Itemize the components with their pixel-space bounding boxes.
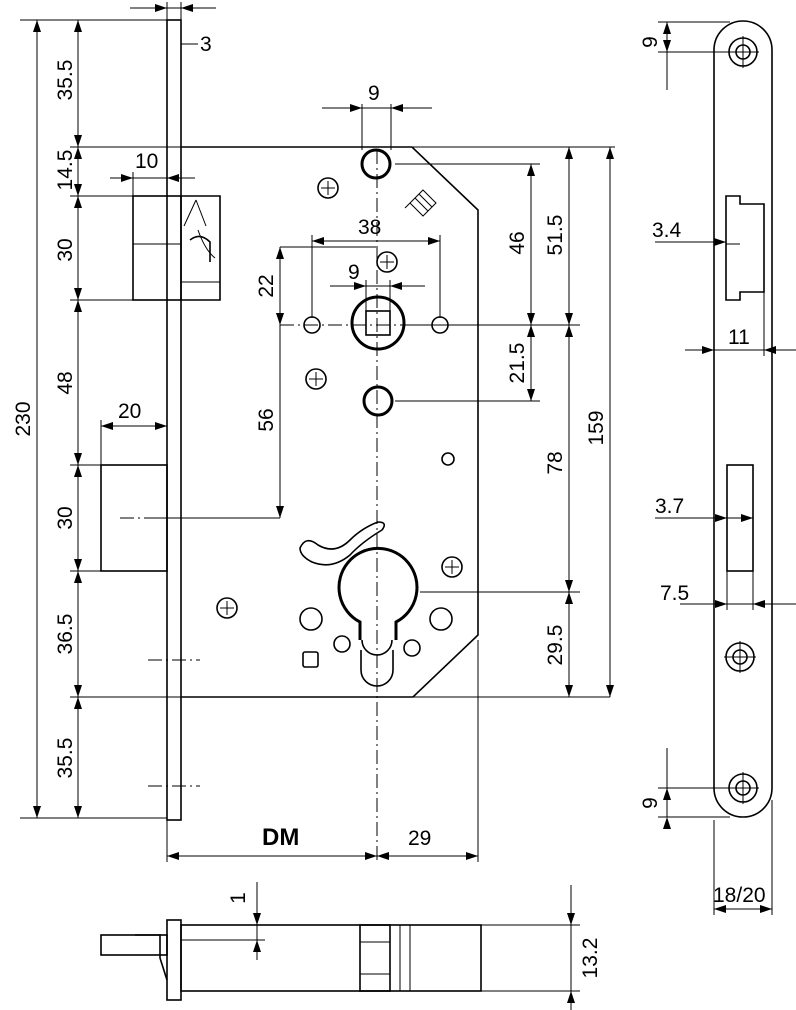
dim-18-20: 18/20 (713, 884, 766, 907)
side-faceplate (713, 20, 773, 818)
lock-case (181, 146, 479, 698)
dim-3-4: 3.4 (652, 219, 682, 242)
stop-block (302, 651, 319, 668)
dim-side-9-bottom: 9 (639, 797, 662, 809)
lower-follower-hole (362, 385, 394, 417)
dim-22: 22 (255, 274, 278, 297)
follower-screw (376, 251, 398, 273)
hatch-mark (404, 189, 437, 217)
follower-square (365, 310, 391, 336)
side-latch-opening (725, 195, 765, 301)
dim-dm: DM (262, 824, 299, 851)
dim-left-3: 48 (54, 371, 77, 394)
faceplate (166, 19, 182, 821)
dim-1: 1 (227, 892, 250, 904)
dim-20: 20 (118, 400, 141, 423)
dim-38: 38 (358, 216, 381, 239)
dim-left-2: 30 (54, 238, 77, 261)
dim-29-5: 29.5 (544, 625, 567, 666)
bottom-latch (100, 934, 168, 956)
bottom-faceplate (166, 919, 182, 1001)
dim-3: 3 (200, 33, 212, 56)
cylinder-screw (441, 556, 463, 578)
dim-left-0: 35.5 (54, 60, 77, 101)
dim-left-6: 35.5 (54, 738, 77, 779)
lever-spring (299, 521, 386, 566)
latch-bolt (132, 195, 221, 301)
dim-left-4: 30 (54, 506, 77, 529)
bottom-case (180, 924, 482, 992)
dim-56: 56 (255, 408, 278, 431)
cyl-hole-inner-left (333, 635, 351, 653)
cyl-hole-left (299, 607, 323, 631)
dim-230: 230 (12, 401, 35, 436)
dim-159: 159 (585, 410, 608, 445)
dim-51-5: 51.5 (544, 215, 567, 256)
cyl-hole-right (429, 607, 453, 631)
dim-3-7: 3.7 (655, 495, 684, 518)
dim-11: 11 (728, 326, 750, 349)
front-view: 230 35.5 14.5 30 48 30 36.5 35.5 3 10 20… (12, 2, 615, 862)
dim-29: 29 (408, 827, 431, 850)
top-follower-hole (360, 148, 392, 180)
upper-screw (317, 177, 339, 199)
dim-46: 46 (506, 231, 529, 254)
dim-21-5: 21.5 (506, 343, 529, 384)
cylinder-cutout (337, 546, 419, 640)
dim-78: 78 (544, 451, 567, 474)
dim-left-5: 36.5 (54, 614, 77, 655)
middle-screw (305, 368, 327, 390)
side-view: 9 3.4 11 3.7 7.5 9 18/20 (639, 20, 796, 915)
dim-9-top: 9 (368, 82, 380, 105)
cyl-hole-inner-right (403, 639, 421, 657)
small-hole (441, 452, 455, 466)
dim-13-2: 13.2 (579, 938, 602, 979)
dim-7-5: 7.5 (660, 582, 689, 605)
bottom-view: 1 13.2 (100, 882, 602, 1010)
left-screw-low (216, 597, 238, 619)
follower-hub (350, 295, 406, 351)
dim-9-follower: 9 (348, 261, 360, 284)
dim-10: 10 (135, 150, 158, 173)
dim-side-9-top: 9 (639, 36, 662, 48)
dim-left-1: 14.5 (54, 150, 77, 191)
